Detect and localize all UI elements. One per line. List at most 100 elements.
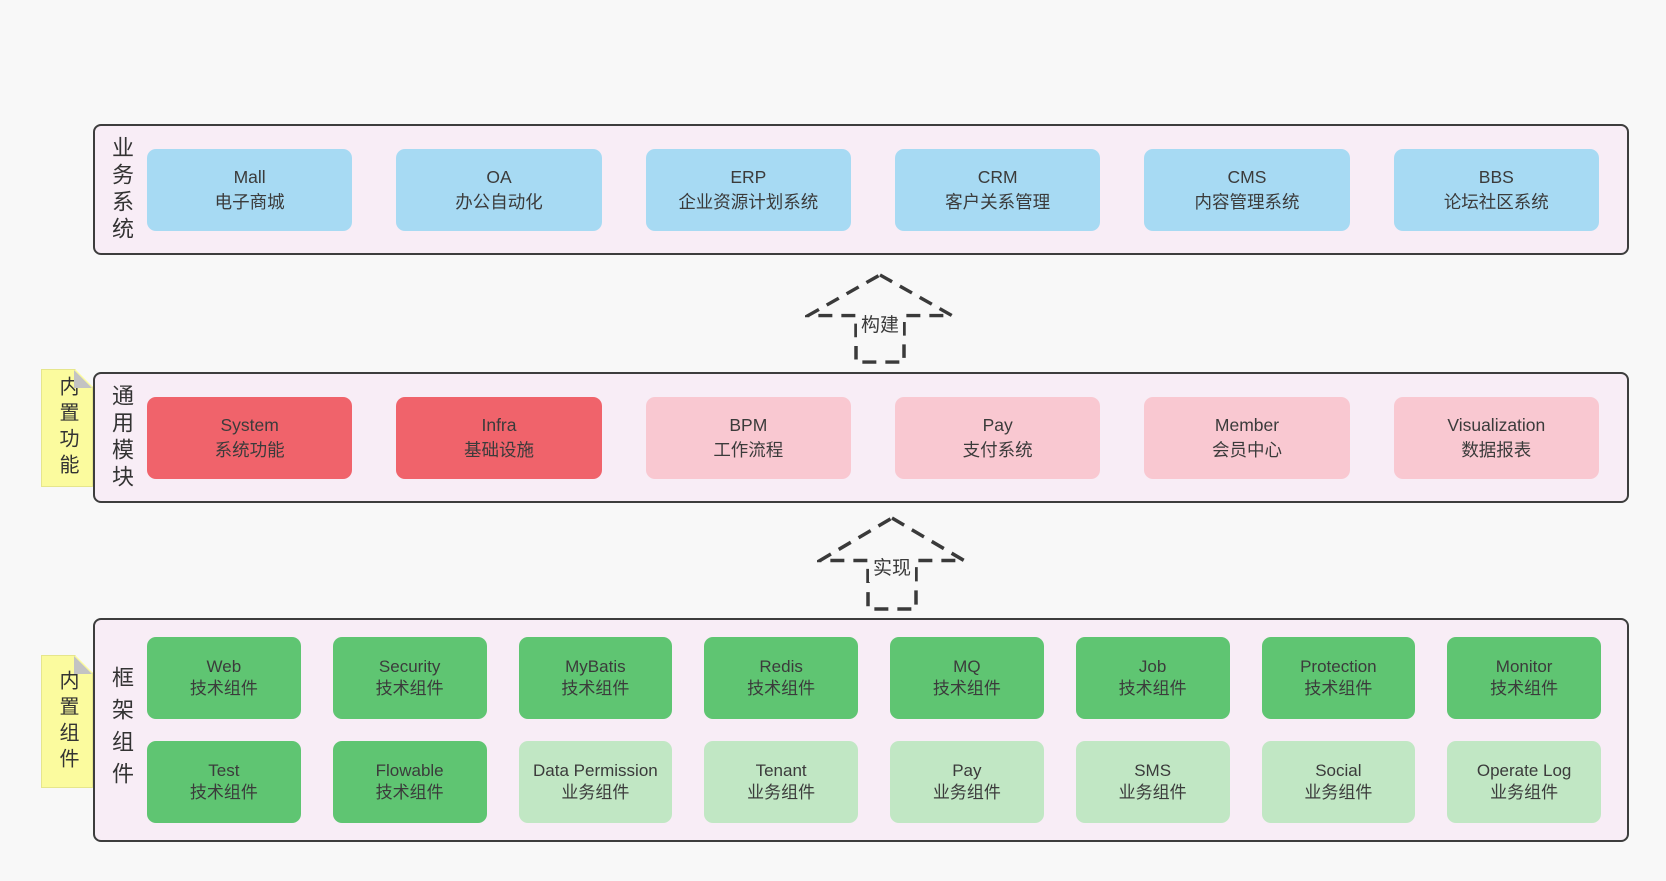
box-visualization: Visualization 数据报表 (1393, 396, 1599, 479)
box-subtitle: 基础设施 (463, 439, 534, 460)
layer-label-text: 通用模块 (109, 383, 134, 492)
box-title: MQ (953, 656, 981, 676)
box-title: Test (208, 760, 240, 780)
sticky-note-built-in-components: 内置组件 (41, 655, 93, 788)
box-subtitle: 技术组件 (747, 679, 816, 698)
box-data-permission: Data Permission 业务组件 (518, 741, 673, 823)
box-subtitle: 会员中心 (1211, 439, 1282, 460)
box-monitor: Monitor 技术组件 (1447, 637, 1601, 719)
box-subtitle: 业务组件 (1490, 783, 1559, 802)
common-modules-box-row: System 系统功能 Infra 基础设施 BPM 工作流程 Pay 支付系统… (147, 374, 1627, 501)
box-system: System 系统功能 (147, 396, 353, 479)
box-mybatis: MyBatis 技术组件 (518, 637, 673, 719)
box-title: Protection (1300, 656, 1377, 676)
box-subtitle: 技术组件 (1490, 679, 1559, 698)
box-job: Job 技术组件 (1075, 637, 1230, 719)
layer-common-modules: 通用模块 System 系统功能 Infra 基础设施 BPM 工作流程 Pay… (93, 372, 1629, 503)
box-subtitle: 电子商城 (214, 191, 285, 212)
layer-label-text: 业务系统 (109, 135, 134, 244)
box-subtitle: 技术组件 (1118, 679, 1187, 698)
box-subtitle: 技术组件 (189, 783, 258, 802)
box-subtitle: 工作流程 (713, 439, 784, 460)
box-subtitle: 技术组件 (1304, 679, 1373, 698)
box-title: ERP (730, 167, 767, 188)
box-title: SMS (1134, 760, 1172, 780)
box-title: BPM (729, 415, 768, 436)
box-title: CMS (1227, 167, 1267, 188)
box-bpm: BPM 工作流程 (645, 396, 851, 479)
box-title: Mall (233, 167, 266, 188)
box-infra: Infra 基础设施 (396, 396, 602, 479)
box-subtitle: 技术组件 (375, 783, 444, 802)
box-title: Social (1315, 760, 1362, 780)
box-title: Redis (759, 656, 803, 676)
box-mall: Mall 电子商城 (147, 148, 353, 231)
box-title: Data Permission (533, 760, 658, 780)
box-test: Test 技术组件 (147, 741, 301, 823)
business-systems-box-row: Mall 电子商城 OA 办公自动化 ERP 企业资源计划系统 CRM 客户关系… (147, 126, 1627, 253)
box-title: Monitor (1495, 656, 1553, 676)
note-text: 内置功能 (56, 376, 78, 480)
note-fold-corner-icon (74, 656, 92, 674)
box-title: BBS (1478, 167, 1514, 188)
box-title: Member (1214, 415, 1280, 436)
box-social: Social 业务组件 (1261, 741, 1416, 823)
sticky-note-built-in-features: 内置功能 (41, 369, 93, 487)
box-security: Security 技术组件 (332, 637, 487, 719)
box-title: Operate Log (1476, 760, 1572, 780)
box-operate-log: Operate Log 业务组件 (1447, 741, 1601, 823)
box-subtitle: 系统功能 (214, 439, 285, 460)
box-erp: ERP 企业资源计划系统 (645, 148, 851, 231)
box-tenant: Tenant 业务组件 (704, 741, 858, 823)
box-pay-business: Pay 业务组件 (890, 741, 1044, 823)
box-subtitle: 办公自动化 (455, 191, 543, 212)
layer-label-business-systems: 业务系统 (95, 126, 147, 253)
box-title: Pay (982, 415, 1013, 436)
box-title: Flowable (375, 760, 444, 780)
box-web: Web 技术组件 (147, 637, 301, 719)
box-title: Tenant (755, 760, 807, 780)
box-subtitle: 论坛社区系统 (1443, 191, 1549, 212)
box-subtitle: 内容管理系统 (1194, 191, 1300, 212)
box-title: Infra (481, 415, 517, 436)
box-member: Member 会员中心 (1144, 396, 1350, 479)
box-pay: Pay 支付系统 (894, 396, 1101, 479)
box-mq: MQ 技术组件 (890, 637, 1044, 719)
box-subtitle: 业务组件 (1304, 783, 1373, 802)
box-title: Pay (952, 760, 982, 780)
box-title: MyBatis (565, 656, 626, 676)
layer-business-systems: 业务系统 Mall 电子商城 OA 办公自动化 ERP 企业资源计划系统 CRM… (93, 124, 1629, 255)
layer-label-common-modules: 通用模块 (95, 374, 147, 501)
box-title: CRM (977, 167, 1018, 188)
box-subtitle: 数据报表 (1461, 439, 1532, 460)
box-title: Web (206, 656, 242, 676)
box-redis: Redis 技术组件 (704, 637, 858, 719)
box-crm: CRM 客户关系管理 (894, 148, 1101, 231)
box-subtitle: 客户关系管理 (945, 191, 1051, 212)
box-bbs: BBS 论坛社区系统 (1393, 148, 1599, 231)
box-subtitle: 业务组件 (932, 783, 1001, 802)
box-protection: Protection 技术组件 (1261, 637, 1416, 719)
box-title: OA (486, 167, 512, 188)
layer-label-text: 框架组件 (109, 666, 134, 794)
note-text: 内置组件 (56, 669, 78, 774)
box-title: Visualization (1447, 415, 1546, 436)
build-arrow-label: 构建 (856, 313, 904, 339)
note-fold-corner-icon (74, 370, 92, 388)
box-oa: OA 办公自动化 (396, 148, 602, 231)
box-subtitle: 技术组件 (375, 679, 444, 698)
box-subtitle: 业务组件 (1118, 783, 1187, 802)
box-subtitle: 业务组件 (747, 783, 816, 802)
box-flowable: Flowable 技术组件 (332, 741, 487, 823)
box-subtitle: 技术组件 (932, 679, 1001, 698)
implement-arrow-label: 实现 (868, 556, 916, 582)
box-subtitle: 技术组件 (189, 679, 258, 698)
box-title: Security (378, 656, 441, 676)
box-subtitle: 业务组件 (561, 783, 630, 802)
box-subtitle: 技术组件 (561, 679, 630, 698)
box-subtitle: 支付系统 (962, 439, 1033, 460)
box-sms: SMS 业务组件 (1075, 741, 1230, 823)
box-cms: CMS 内容管理系统 (1144, 148, 1350, 231)
framework-components-box-grid: Web 技术组件 Security 技术组件 MyBatis 技术组件 Redi… (147, 620, 1627, 840)
